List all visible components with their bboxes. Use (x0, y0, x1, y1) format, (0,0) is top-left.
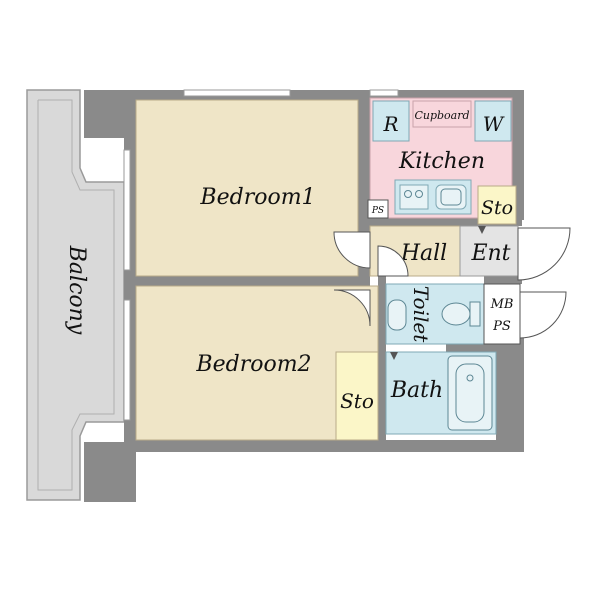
meter-box: MB PS (483, 283, 521, 345)
kitchen: R Cupboard W Kitchen (369, 97, 513, 219)
stove-icon (399, 184, 429, 210)
outer-walls (84, 90, 524, 502)
bath-label: Bath (390, 378, 443, 403)
toilet-room: Toilet (385, 283, 485, 345)
cupboard-label: Cupboard (414, 109, 469, 122)
toilet-label: Toilet (409, 286, 433, 343)
bedroom-2-storage-label: Sto (340, 389, 374, 413)
entrance-label: Ent (470, 241, 510, 266)
ps-label: PS (371, 206, 384, 216)
bedroom-2-storage: Sto (335, 351, 379, 441)
balcony: Balcony (26, 89, 125, 501)
bathroom: Bath (385, 351, 497, 435)
wash-basin-icon (387, 299, 407, 331)
balcony-label: Balcony (64, 245, 89, 335)
entrance: Ent (459, 225, 519, 277)
bedroom-1-label: Bedroom1 (199, 185, 315, 210)
toilet-icon (441, 302, 471, 326)
hall-label: Hall (400, 241, 447, 266)
pipe-space: PS (367, 199, 389, 219)
bedroom-2-label: Bedroom2 (195, 352, 311, 377)
windows (123, 89, 399, 421)
refrigerator-label: R (382, 112, 398, 136)
sink-icon (435, 184, 467, 210)
washer-label: W (483, 112, 505, 136)
bathtub-icon (447, 355, 493, 431)
bedroom-1: Bedroom1 (135, 99, 359, 277)
doors (333, 226, 571, 360)
kitchen-storage-label: Sto (481, 197, 513, 219)
kitchen-storage: Sto (477, 185, 517, 225)
mb-ps-label: PS (492, 319, 511, 334)
mb-label: MB (490, 297, 514, 312)
kitchen-label: Kitchen (398, 149, 485, 174)
